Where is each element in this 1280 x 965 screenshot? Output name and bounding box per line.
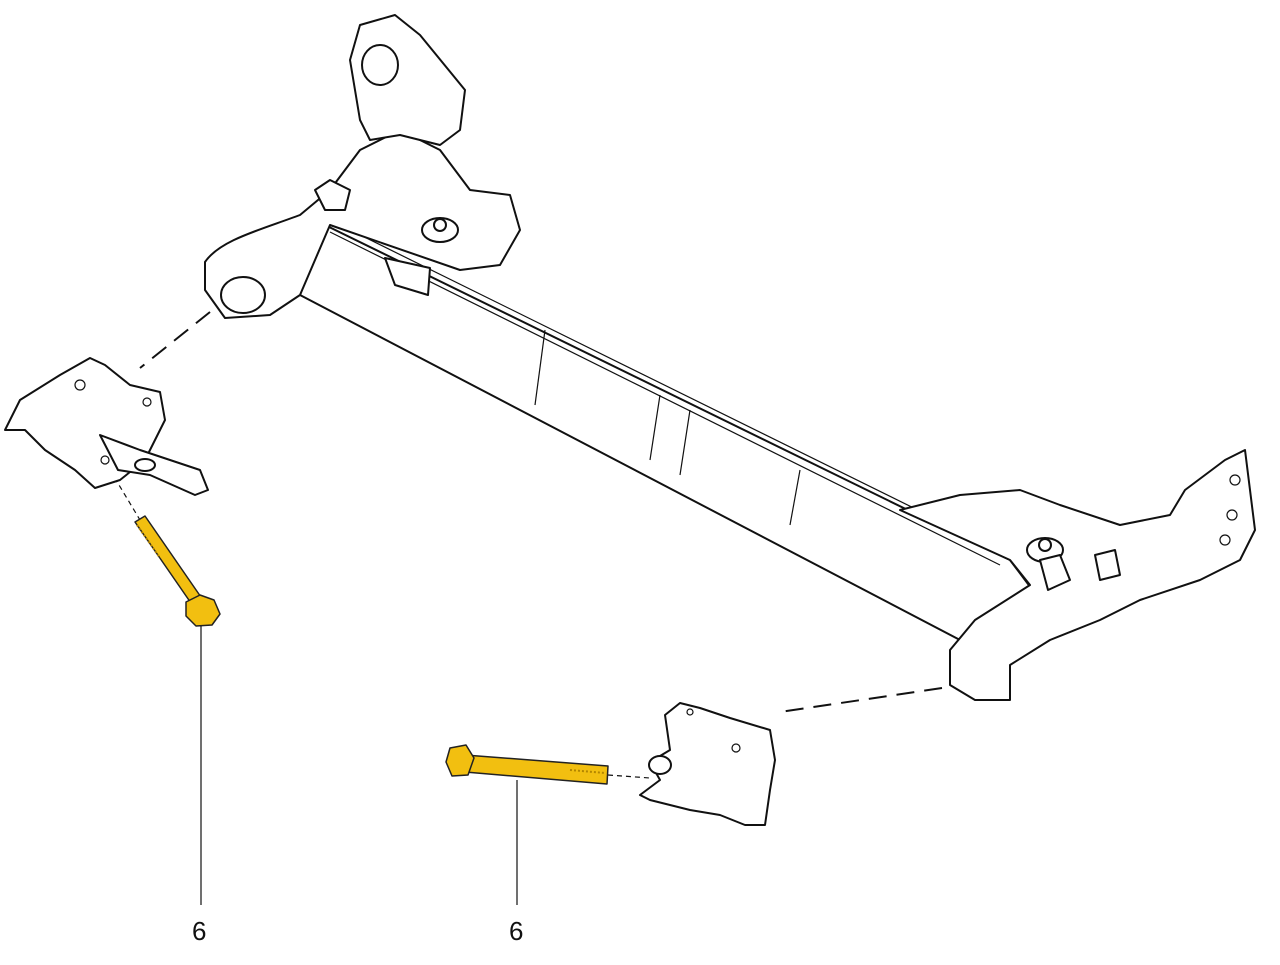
right-trailing-arm	[899, 449, 1256, 701]
callout-right-bolt: 6	[509, 916, 524, 946]
right-mounting-bracket	[639, 702, 776, 826]
left-trailing-arm	[204, 14, 521, 319]
bolt-right	[445, 744, 609, 785]
callout-left-bolt: 6	[192, 916, 207, 946]
alignment-line-left	[139, 311, 211, 369]
bolt-left	[134, 515, 221, 627]
left-mounting-bracket	[4, 357, 209, 496]
alignment-line-right	[779, 687, 943, 713]
bolt-axis-right	[607, 774, 651, 779]
